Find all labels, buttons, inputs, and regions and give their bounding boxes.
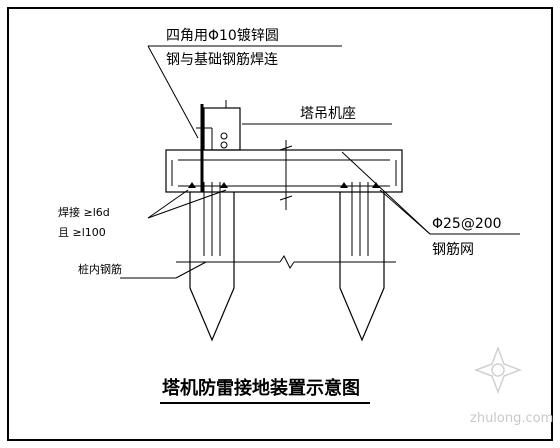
break-mark-bottom [279,195,293,201]
crane-base-block [203,107,241,151]
break-mark-top [279,145,293,151]
leader-pile-rebar [175,261,207,279]
watermark-logo-icon [473,345,523,395]
weld-mark-2 [220,182,228,188]
leader-note [147,45,199,139]
mesh-label-1: Φ25@200 [432,216,502,232]
weld-mark-1 [188,182,196,188]
leader-mesh-2 [379,189,431,235]
note-line-2: 钢与基础钢筋焊连 [166,51,278,68]
leader-weld-1 [147,189,189,219]
pile-right [339,192,385,342]
diagram-title: 塔机防雷接地装置示意图 [162,377,360,399]
crane-base-label: 塔吊机座 [300,106,356,122]
leader-mesh-1 [341,151,431,235]
watermark-text: zhulong.com [470,411,553,426]
pile-left [189,192,235,342]
weld-label-2: 且 ≥l100 [58,226,106,239]
foundation-slab [165,149,403,193]
note-line-1: 四角用Φ10镀锌圆 [166,27,279,44]
outer-frame [7,7,553,441]
leader-weld-2 [147,189,227,219]
bolt-circle-bottom [220,141,228,149]
weld-label-1: 焊接 ≥l6d [58,205,110,219]
weld-mark-3 [340,182,348,188]
pile-break-zigzag [279,255,295,269]
mesh-label-2: 钢筋网 [432,241,474,258]
bolt-circle-top [220,132,228,140]
weld-mark-4 [372,182,380,188]
pile-rebar-label: 桩内钢筋 [78,262,122,276]
